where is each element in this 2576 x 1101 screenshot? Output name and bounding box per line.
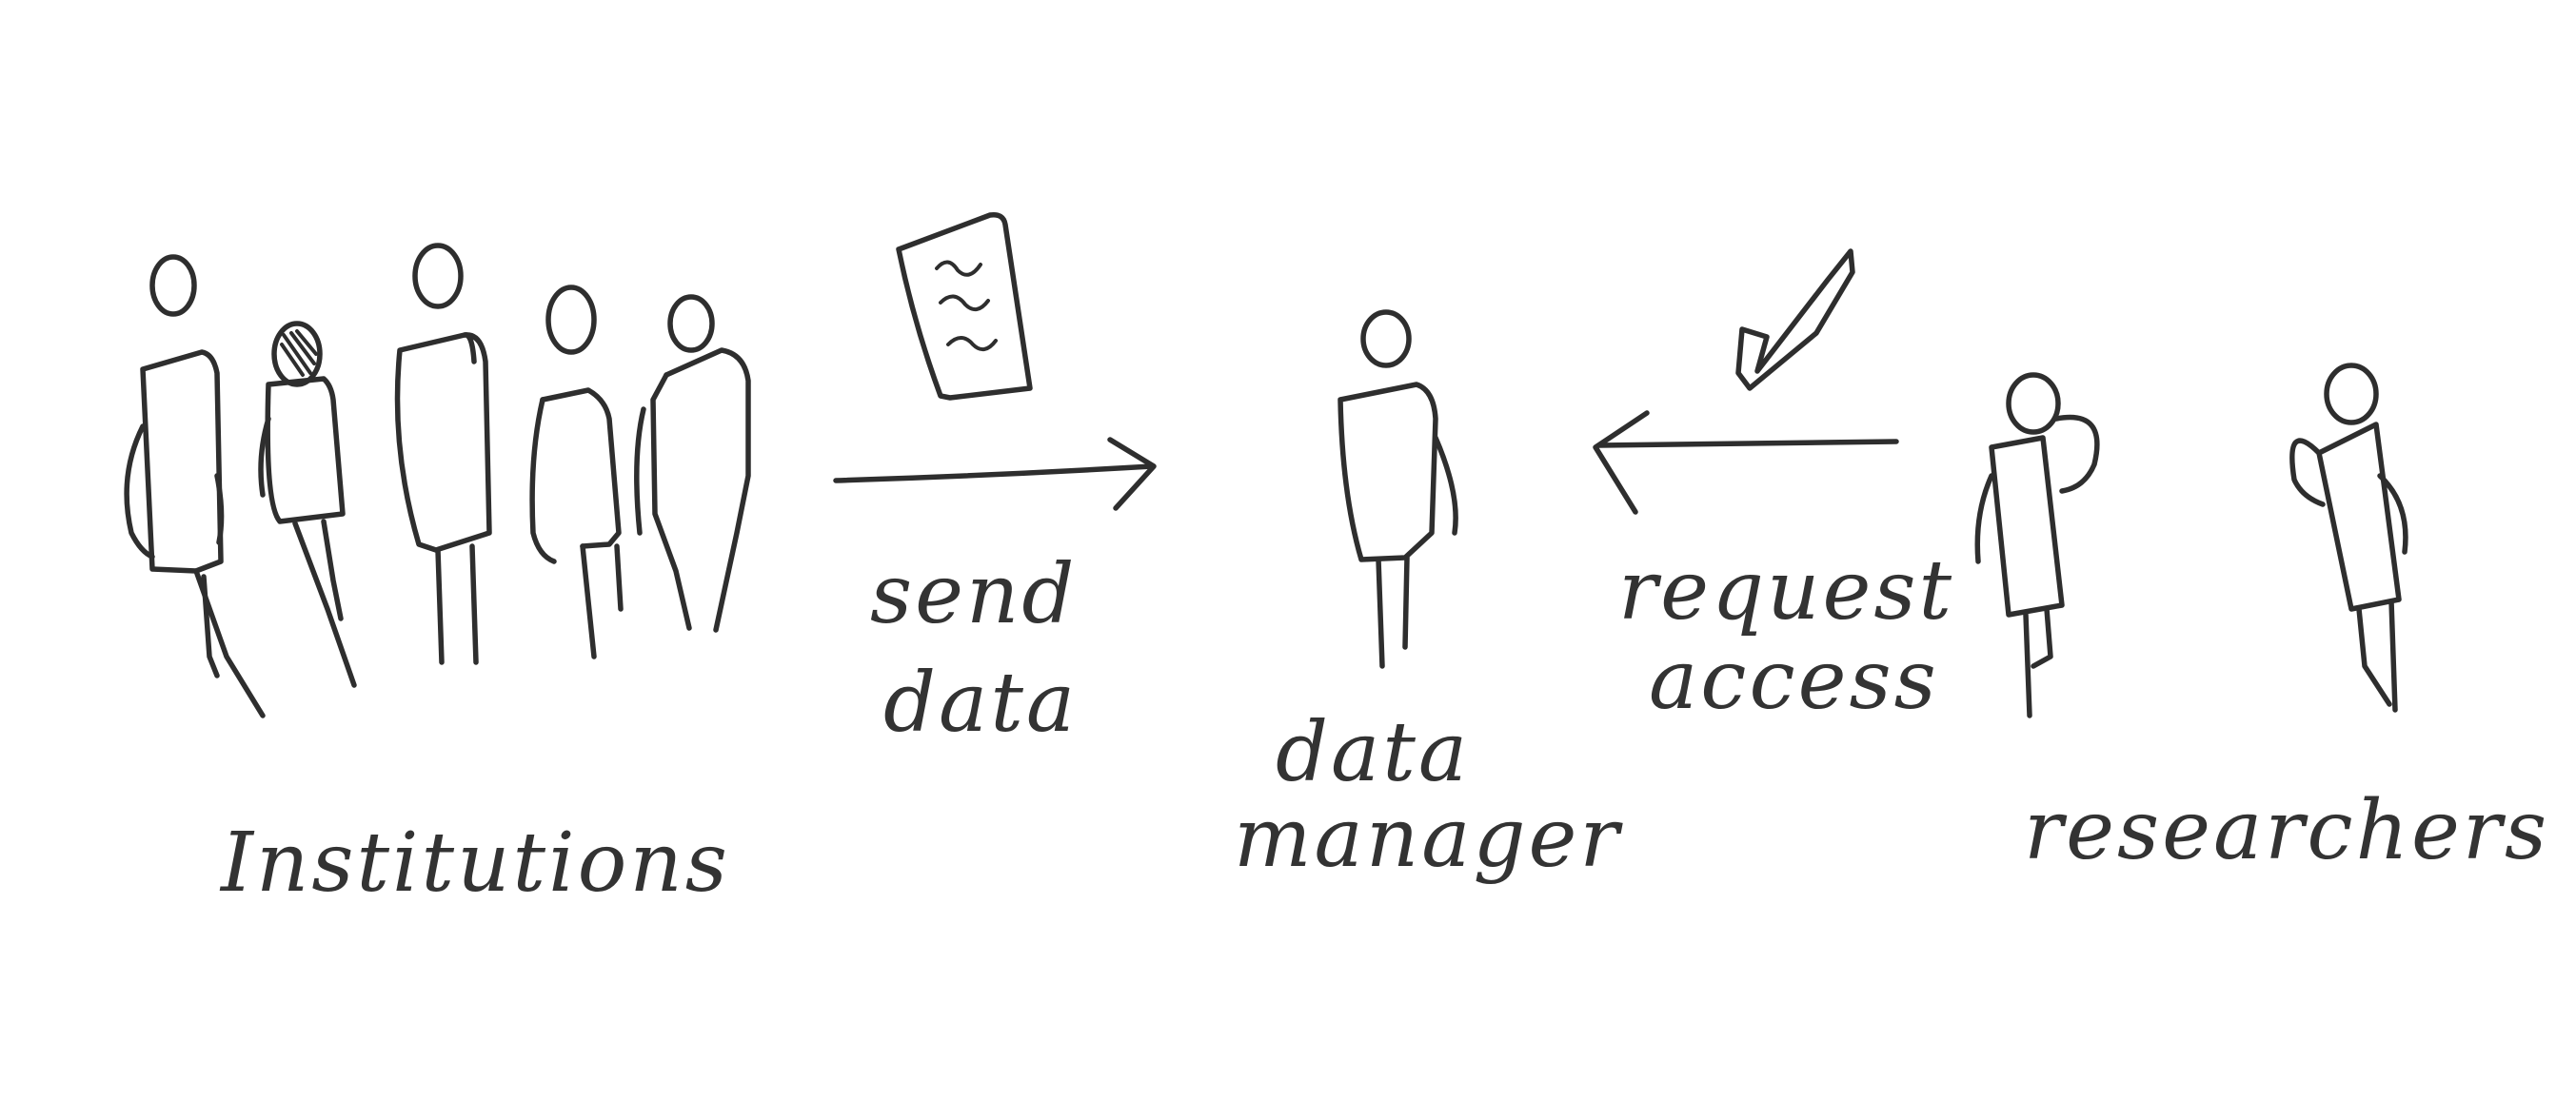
person-icon [258, 321, 357, 688]
institutions-label: Institutions [219, 816, 730, 911]
data-manager-node: data manager [1234, 309, 1623, 886]
request-access-label-line2: access [1649, 633, 1939, 728]
institutions-group: Institutions [124, 243, 751, 911]
researchers-label: researchers [2024, 783, 2549, 878]
send-data-arrow [833, 437, 1157, 511]
request-access-label-line1: request [1618, 543, 1954, 639]
send-data-edge: send data [833, 211, 1157, 751]
researchers-group: researchers [1974, 363, 2549, 878]
person-icon [2289, 363, 2408, 713]
person-icon [1338, 309, 1458, 669]
send-data-label-line1: send [870, 547, 1077, 642]
request-access-arrow [1593, 410, 1899, 515]
checkmark-icon [1735, 248, 1855, 391]
data-manager-label-line1: data [1276, 705, 1470, 800]
data-manager-label-line2: manager [1234, 791, 1623, 886]
request-access-edge: request access [1593, 248, 1954, 728]
person-icon [394, 243, 492, 665]
document-icon [896, 211, 1033, 401]
person-icon [634, 294, 751, 633]
send-data-label-line2: data [883, 656, 1078, 751]
person-icon [124, 254, 266, 718]
person-icon [1974, 372, 2100, 718]
person-icon [529, 285, 624, 659]
